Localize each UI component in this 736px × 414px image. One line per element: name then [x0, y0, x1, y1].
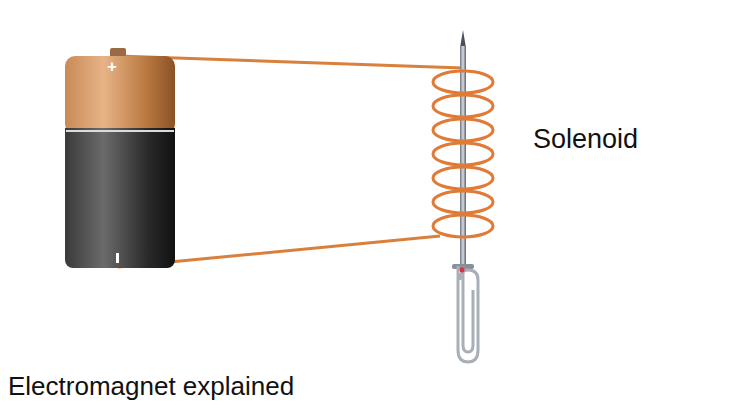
terminal-sign: +: [107, 58, 117, 75]
part-name: Solenoid: [533, 126, 638, 153]
coil-winding: [433, 215, 493, 237]
caption-text: Electromagnet explained: [8, 373, 294, 399]
coil-winding: [433, 167, 493, 189]
paperclip: [458, 266, 478, 362]
coil-winding: [433, 191, 493, 213]
battery: [65, 48, 175, 268]
minus-mark: [116, 253, 119, 263]
nail: [452, 30, 474, 269]
coil-winding: [433, 119, 493, 141]
solenoid-coil: [433, 70, 493, 240]
coil-winding: [433, 71, 493, 93]
contact-dot: [460, 268, 465, 273]
coil-winding: [433, 95, 493, 117]
coil-winding: [433, 143, 493, 165]
